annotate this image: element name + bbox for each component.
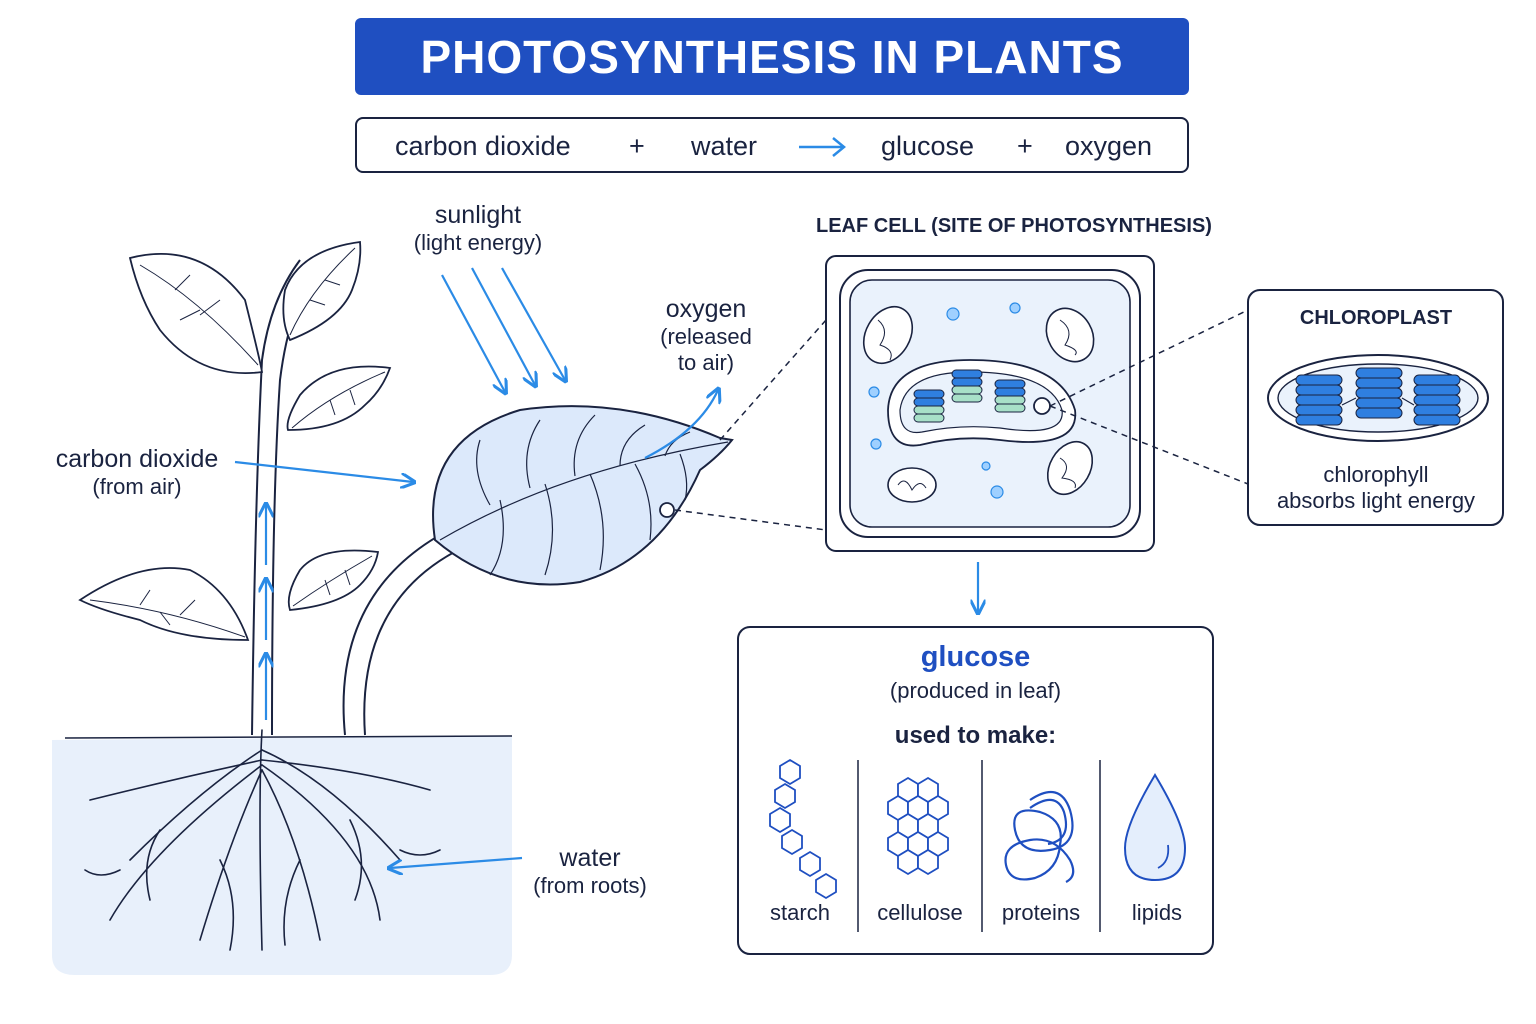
starch-icon xyxy=(769,758,837,900)
oxygen-arrow xyxy=(644,390,718,459)
water-label: water (from roots) xyxy=(528,843,652,899)
carbon-dioxide-title: carbon dioxide xyxy=(55,445,219,473)
oxygen-title: oxygen xyxy=(665,295,747,323)
equation-reactant-water: water xyxy=(691,131,758,161)
lipids-icon xyxy=(1123,773,1187,882)
glucose-box xyxy=(737,626,1214,955)
sunlight-subtitle: (light energy) xyxy=(413,230,543,255)
roots xyxy=(84,729,441,951)
proteins-icon xyxy=(1004,790,1075,883)
product-starch: starch xyxy=(770,900,830,925)
oxygen-label: oxygen (released to air) xyxy=(650,294,762,377)
thylakoid-stacks-small xyxy=(913,369,1026,423)
leaf-cell-caption: LEAF CELL (SITE OF PHOTOSYNTHESIS) xyxy=(816,215,1212,237)
sunlight-title: sunlight xyxy=(434,201,522,229)
equation-product-oxygen: oxygen xyxy=(1065,131,1153,161)
equation-plus-sign: + xyxy=(1017,131,1033,161)
big-leaf-veins xyxy=(439,414,729,576)
chloroplast-note-line1: chlorophyll xyxy=(1323,462,1429,487)
product-cellulose: cellulose xyxy=(877,900,963,925)
cell-vesicles xyxy=(868,302,1021,499)
page-title: PHOTOSYNTHESIS IN PLANTS xyxy=(355,18,1189,95)
oxygen-subtitle-line2: to air) xyxy=(677,350,735,376)
chloroplast-zoom-point xyxy=(1033,397,1051,415)
chloroplast-caption: CHLOROPLAST xyxy=(1299,307,1453,329)
equation-reactant-carbon-dioxide: carbon dioxide xyxy=(395,131,571,161)
small-leaves xyxy=(78,240,392,641)
water-subtitle: (from roots) xyxy=(533,873,647,898)
leaf-zoom-point xyxy=(659,502,675,518)
mitochondria xyxy=(862,305,1095,503)
chloroplast-note: chlorophyll absorbs light energy xyxy=(1250,462,1502,515)
water-arrow xyxy=(390,856,523,868)
sunlight-label: sunlight (light energy) xyxy=(405,200,551,256)
equation-plus-sign: + xyxy=(629,131,645,161)
carbon-dioxide-arrow xyxy=(234,460,413,482)
yields-arrow-icon xyxy=(799,137,846,157)
glucose-subtitle: (produced in leaf) xyxy=(889,678,1062,703)
soil-area xyxy=(52,736,512,975)
carbon-dioxide-label: carbon dioxide (from air) xyxy=(48,444,226,500)
sunlight-arrows xyxy=(441,267,565,392)
glucose-title: glucose xyxy=(920,641,1031,673)
thylakoid-stacks-large xyxy=(1295,367,1461,426)
used-to-make-heading: used to make: xyxy=(894,722,1057,749)
cellulose-icon xyxy=(887,776,949,876)
word-equation: carbon dioxide + water glucose + oxygen xyxy=(355,117,1189,173)
product-proteins: proteins xyxy=(1001,900,1081,925)
water-title: water xyxy=(559,844,621,872)
chloroplast-note-line2: absorbs light energy xyxy=(1276,488,1476,514)
mitochondria-cristae xyxy=(877,319,1077,492)
small-leaf-veins xyxy=(89,247,386,638)
product-lipids: lipids xyxy=(1131,900,1183,925)
carbon-dioxide-subtitle: (from air) xyxy=(92,474,182,499)
oxygen-subtitle-line1: (released xyxy=(660,324,752,349)
equation-product-glucose: glucose xyxy=(881,131,975,161)
